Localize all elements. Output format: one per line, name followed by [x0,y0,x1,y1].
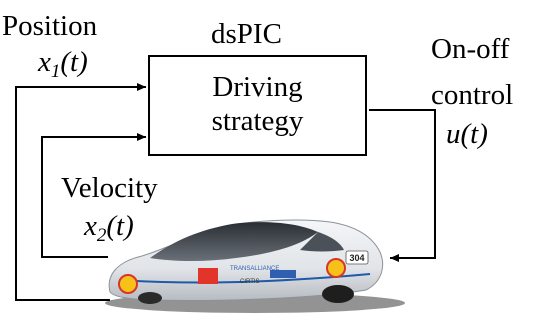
velocity-variable: x2(t) [84,210,134,246]
block-line-2: strategy [211,105,304,137]
sponsor-decal-1: TRANSALLIANCE [230,266,279,272]
output-label-line-2: control [431,79,514,111]
controller-name: dsPIC [211,18,282,50]
control-output-arrow [369,109,436,262]
block-line-1: Driving [212,71,303,103]
shell-logo-rear-icon [326,258,346,278]
driving-strategy-block: Driving strategy [148,55,367,156]
output-label-line-1: On-off [431,33,510,65]
vehicle-red-decal [198,268,218,284]
vehicle-side-window [300,232,344,252]
race-number-plate [345,250,369,265]
vehicle-blue-decal [270,270,296,278]
shell-logo-icon [118,274,138,294]
vehicle-image: 304 TRANSALLIANCE CIRTIS [105,219,405,313]
vehicle-canopy [150,222,318,261]
vehicle-stripe [119,273,371,284]
position-label: Position [2,10,98,42]
position-feedback-arrow [15,83,146,301]
output-variable: u(t) [446,118,488,150]
velocity-label: Velocity [61,172,158,204]
vehicle-wheel [322,285,354,303]
vehicle-front-wheel [138,292,162,304]
position-variable: x1(t) [38,46,88,82]
race-number: 304 [349,253,364,263]
sponsor-decal-2: CIRTIS [240,279,260,285]
velocity-feedback-arrow [41,133,146,258]
